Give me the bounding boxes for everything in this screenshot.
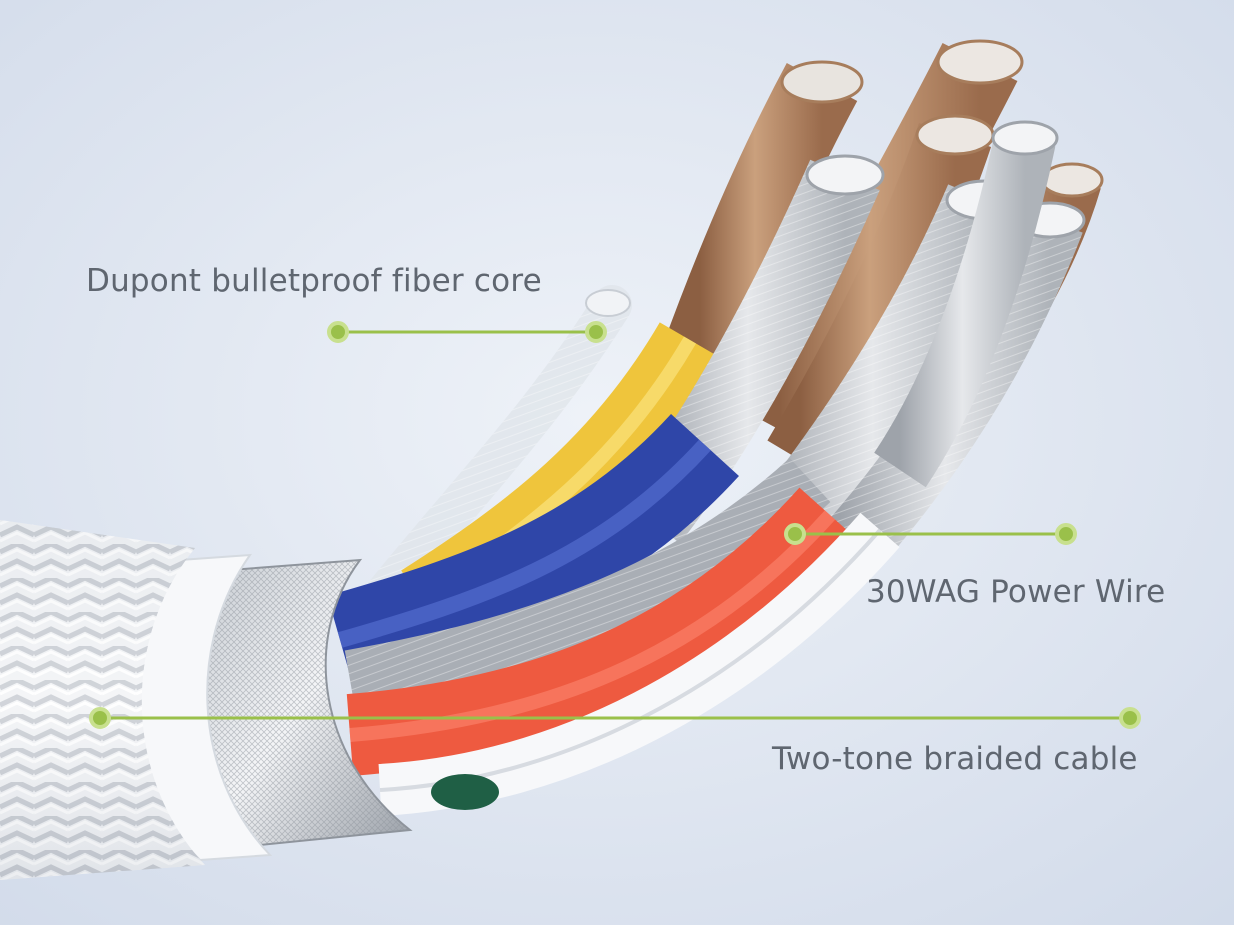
blue-wire <box>327 413 739 685</box>
label-braided-cable: Two-tone braided cable <box>772 741 1138 777</box>
green-dot-icon <box>327 321 349 343</box>
label-fiber-core: Dupont bulletproof fiber core <box>86 263 542 299</box>
foil-shield <box>197 558 413 847</box>
green-dot-icon <box>89 707 111 729</box>
callout-braid <box>89 707 1141 729</box>
red-wire <box>346 487 861 776</box>
braided-jacket <box>0 520 205 880</box>
green-dot-icon <box>1055 523 1077 545</box>
green-dot-icon <box>585 321 607 343</box>
green-wire <box>431 774 499 810</box>
grey-bundle <box>344 457 831 710</box>
callout-power <box>784 523 1077 545</box>
fiber-core <box>360 285 632 620</box>
green-dot-icon <box>784 523 806 545</box>
callout-fiber <box>327 321 607 343</box>
label-power-wire: 30WAG Power Wire <box>866 574 1166 610</box>
green-dot-icon <box>1119 707 1141 729</box>
